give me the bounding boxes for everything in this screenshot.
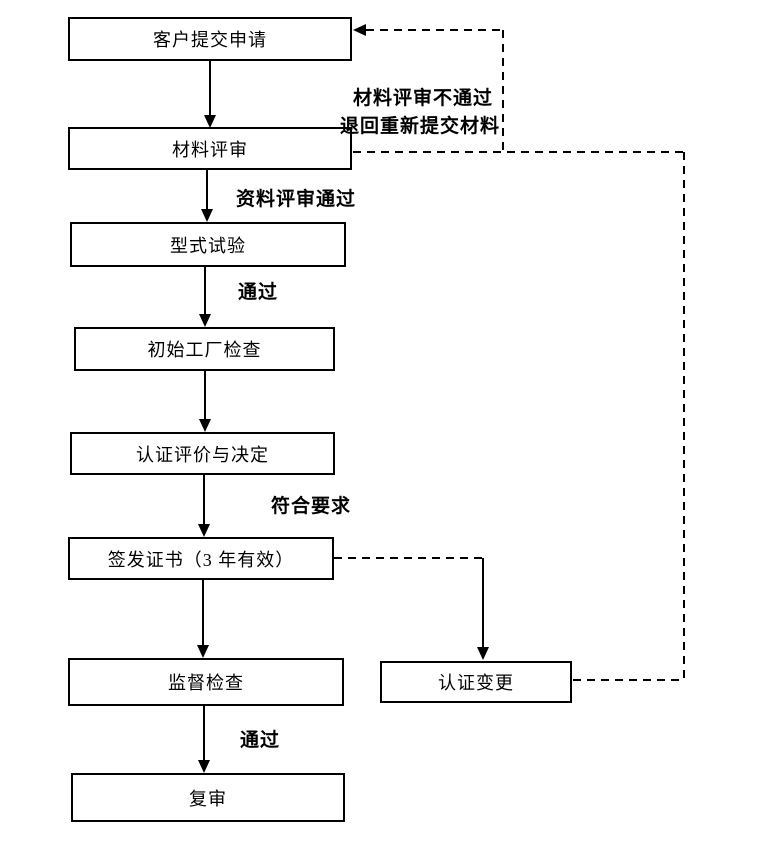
node-recheck-label: 复审	[189, 788, 227, 809]
arrowhead-down-icon	[198, 760, 210, 773]
arrowhead-down-icon	[199, 314, 211, 327]
arrowhead-down-icon	[477, 647, 489, 660]
arrowhead-down-icon	[204, 115, 216, 128]
arrowhead-down-icon	[197, 645, 209, 658]
label-meet-requirements: 符合要求	[271, 496, 352, 517]
node-recheck: 复审	[71, 773, 345, 822]
node-type-test-label: 型式试验	[170, 235, 246, 256]
node-cert-change-label: 认证变更	[438, 673, 514, 693]
node-customer-apply-label: 客户提交申请	[153, 30, 267, 50]
arrowhead-down-icon	[199, 419, 211, 432]
node-initial-factory-inspection-label: 初始工厂检查	[147, 340, 262, 360]
label-test-pass: 通过	[238, 282, 279, 303]
node-cert-evaluation: 认证评价与决定	[70, 432, 335, 475]
node-material-review: 材料评审	[68, 127, 352, 170]
label-material-review-fail-line2: 退回重新提交材料	[339, 116, 500, 137]
node-issue-certificate-label: 签发证书（3 年有效）	[107, 549, 295, 570]
node-initial-factory-inspection: 初始工厂检查	[74, 327, 335, 371]
node-cert-evaluation-label: 认证评价与决定	[136, 444, 269, 465]
node-material-review-label: 材料评审	[172, 139, 248, 160]
node-type-test: 型式试验	[70, 222, 346, 267]
label-supervision-pass: 通过	[240, 730, 281, 751]
node-customer-apply: 客户提交申请	[68, 17, 352, 61]
node-cert-change: 认证变更	[380, 661, 572, 703]
label-material-review-fail-line1: 材料评审不通过	[352, 88, 493, 109]
arrowhead-left-icon	[353, 24, 366, 36]
node-supervision-inspection-label: 监督检查	[168, 673, 244, 693]
arrowhead-down-icon	[198, 524, 210, 537]
label-review-pass: 资料评审通过	[236, 189, 357, 210]
node-supervision-inspection: 监督检查	[68, 658, 344, 706]
node-issue-certificate: 签发证书（3 年有效）	[68, 537, 334, 580]
arrowhead-down-icon	[201, 209, 213, 222]
